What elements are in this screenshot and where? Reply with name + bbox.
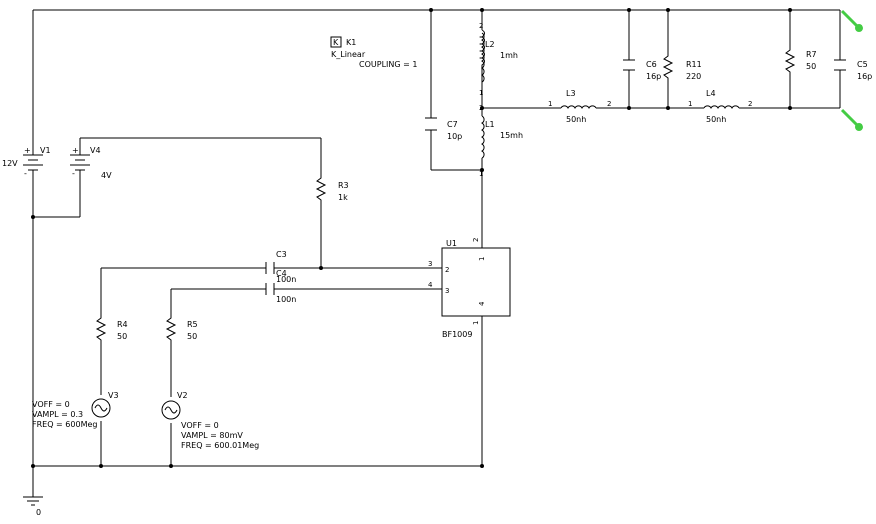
u1-pin1-label: 1 <box>478 257 486 261</box>
r5-value: 50 <box>187 332 197 341</box>
wires <box>32 9 841 497</box>
source-v2[interactable]: V2 VOFF = 0 VAMPL = 80mV FREQ = 600.01Me… <box>161 391 259 450</box>
v4-ref: V4 <box>90 146 101 155</box>
ground-label: 0 <box>36 508 41 517</box>
u1-pin4-label: 4 <box>478 301 486 306</box>
resistor-r5[interactable]: R5 50 <box>165 312 198 346</box>
c6-value: 16p <box>646 72 661 81</box>
r4-value: 50 <box>117 332 127 341</box>
u1-part: BF1009 <box>442 330 472 339</box>
capacitor-c7[interactable]: C7 10p <box>425 117 462 141</box>
u1-net2: 2 <box>472 238 480 242</box>
c4-ref: C4 <box>276 269 287 278</box>
v3-vampl: VAMPL = 0.3 <box>32 410 83 419</box>
voltage-probe-bottom[interactable]: V <box>840 108 868 132</box>
junction-dots <box>31 8 792 468</box>
l1-value: 15mh <box>500 131 523 140</box>
l4-pin2: 2 <box>748 100 752 108</box>
r4-ref: R4 <box>117 320 128 329</box>
capacitor-c5[interactable]: C5 16p <box>834 59 872 81</box>
l1-pin2: 2 <box>479 104 483 112</box>
l3-value: 50nh <box>566 115 586 124</box>
u1-pin2-label: 2 <box>445 266 449 274</box>
svg-text:V: V <box>862 24 868 33</box>
svg-text:+: + <box>24 146 31 155</box>
coupling-k1[interactable]: K K1 K_Linear COUPLING = 1 <box>330 36 417 69</box>
l2-value: 1mh <box>500 51 518 60</box>
inductor-l1[interactable]: 2 1 L1 15mh <box>479 104 523 178</box>
svg-text:-: - <box>72 169 75 178</box>
inductor-l4[interactable]: 1 2 L4 50nh <box>688 89 752 124</box>
v2-vampl: VAMPL = 80mV <box>181 431 243 440</box>
l1-ref: L1 <box>485 120 495 129</box>
l4-ref: L4 <box>706 89 716 98</box>
k1-model: K_Linear <box>331 50 366 59</box>
v3-ref: V3 <box>108 391 119 400</box>
source-v3[interactable]: V3 VOFF = 0 VAMPL = 0.3 FREQ = 600Meg <box>32 391 119 429</box>
u1-net4: 4 <box>428 281 433 289</box>
v1-value: 12V <box>2 159 18 168</box>
l2-pin2: 2 <box>479 22 483 30</box>
c3-value: 100n <box>276 275 296 284</box>
inductor-l2[interactable]: 2 1 L2 1mh <box>479 22 518 97</box>
source-v4[interactable]: + - V4 4V <box>70 146 112 180</box>
svg-text:+: + <box>72 146 79 155</box>
capacitor-c4[interactable]: C4 100n <box>265 269 296 304</box>
k1-box-label: K <box>333 38 339 47</box>
resistor-r7[interactable]: R7 50 <box>784 44 817 76</box>
r3-ref: R3 <box>338 181 349 190</box>
l4-value: 50nh <box>706 115 726 124</box>
ground-symbol[interactable]: 0 <box>23 496 43 517</box>
c7-ref: C7 <box>447 120 458 129</box>
v1-ref: V1 <box>40 146 51 155</box>
l3-pin2: 2 <box>607 100 611 108</box>
v4-value: 4V <box>101 171 112 180</box>
c4-value: 100n <box>276 295 296 304</box>
resistor-r11[interactable]: R11 220 <box>662 50 702 82</box>
resistor-r3[interactable]: R3 1k <box>315 172 349 206</box>
voltage-probe-top[interactable]: V <box>840 9 868 33</box>
u1-pin3-label: 3 <box>445 287 449 295</box>
l2-pin1: 1 <box>479 89 483 97</box>
svg-text:-: - <box>24 169 27 178</box>
u1-net3: 3 <box>428 260 432 268</box>
k1-coupling: COUPLING = 1 <box>359 60 417 69</box>
c5-ref: C5 <box>857 60 868 69</box>
c6-ref: C6 <box>646 60 657 69</box>
capacitor-c3[interactable]: C3 100n <box>265 250 296 284</box>
r7-ref: R7 <box>806 50 817 59</box>
v2-freq: FREQ = 600.01Meg <box>181 441 259 450</box>
c7-value: 10p <box>447 132 462 141</box>
r11-value: 220 <box>686 72 701 81</box>
v2-ref: V2 <box>177 391 188 400</box>
v3-voff: VOFF = 0 <box>32 400 70 409</box>
l2-ref: L2 <box>485 40 495 49</box>
l1-pin1: 1 <box>479 170 483 178</box>
ic-u1[interactable]: U1 BF1009 1 2 3 4 2 3 4 1 <box>428 238 511 339</box>
r11-ref: R11 <box>686 60 702 69</box>
c5-value: 16p <box>857 72 872 81</box>
r3-value: 1k <box>338 193 348 202</box>
l3-pin1: 1 <box>548 100 552 108</box>
v2-voff: VOFF = 0 <box>181 421 219 430</box>
l4-pin1: 1 <box>688 100 692 108</box>
c3-ref: C3 <box>276 250 287 259</box>
l3-ref: L3 <box>566 89 576 98</box>
v3-freq: FREQ = 600Meg <box>32 420 97 429</box>
k1-ref: K1 <box>346 38 356 47</box>
inductor-l3[interactable]: 1 2 L3 50nh <box>548 89 611 124</box>
u1-net1: 1 <box>472 321 480 325</box>
r7-value: 50 <box>806 62 816 71</box>
source-v1[interactable]: + - V1 12V <box>2 146 51 178</box>
capacitor-c6[interactable]: C6 16p <box>623 59 661 81</box>
svg-text:V: V <box>862 123 868 132</box>
u1-ref: U1 <box>446 239 457 248</box>
resistor-r4[interactable]: R4 50 <box>95 312 128 346</box>
r5-ref: R5 <box>187 320 198 329</box>
